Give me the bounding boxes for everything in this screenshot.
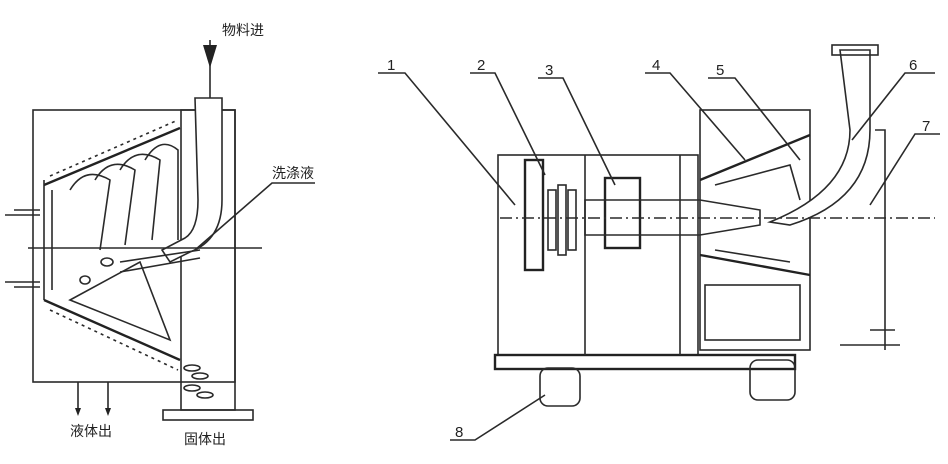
- scroll-rings: [69, 143, 179, 251]
- feed-pipe: [160, 97, 223, 264]
- hole: [79, 275, 91, 285]
- hole: [100, 257, 114, 267]
- frame: [497, 154, 699, 356]
- part-leaders: [378, 72, 940, 441]
- part-label-1: 1: [387, 57, 395, 74]
- feed-flange: [831, 44, 879, 56]
- distributor: [68, 260, 172, 342]
- feed-arrow-head: [203, 45, 217, 68]
- right-assembly: 1 2 3 4 5 6 7 8: [378, 44, 940, 441]
- base-plate: [493, 353, 797, 371]
- basket-cone: [699, 133, 811, 277]
- foot-left: [539, 367, 581, 407]
- feed-in-label: 物料进: [222, 23, 264, 39]
- solid-out-label: 固体出: [184, 432, 226, 448]
- side-nozzles: [5, 209, 40, 288]
- chute-base: [162, 409, 254, 421]
- part-label-4: 4: [652, 57, 660, 74]
- wash-leader-line: [194, 182, 315, 251]
- basket-wall: [43, 180, 53, 300]
- supports: [584, 155, 681, 355]
- wash-liquid-label: 洗涤液: [272, 166, 314, 182]
- foot-right: [749, 359, 796, 401]
- feed-pipe: [766, 49, 871, 226]
- basket-internals: [714, 164, 801, 263]
- left-schematic: 物料进 洗涤液 液体出 固体出: [5, 23, 315, 448]
- pulley-grooves: [547, 184, 577, 256]
- wash-pipe: [870, 129, 895, 350]
- basket-cone: [43, 126, 181, 362]
- part-label-6: 6: [909, 57, 917, 74]
- discharge-box: [704, 284, 801, 341]
- part-label-5: 5: [716, 62, 724, 79]
- solid-particles: [183, 364, 214, 399]
- filter-hatch: [49, 119, 179, 371]
- liquid-out-label: 液体出: [70, 424, 112, 440]
- pulley: [523, 158, 545, 272]
- coupling: [603, 176, 642, 250]
- part-label-7: 7: [922, 118, 930, 135]
- wash-pipe: [119, 249, 201, 273]
- part-label-3: 3: [545, 62, 553, 79]
- liquid-out-arrows: [77, 382, 109, 412]
- casing: [699, 109, 811, 351]
- part-label-8: 8: [455, 424, 463, 441]
- part-label-2: 2: [477, 57, 485, 74]
